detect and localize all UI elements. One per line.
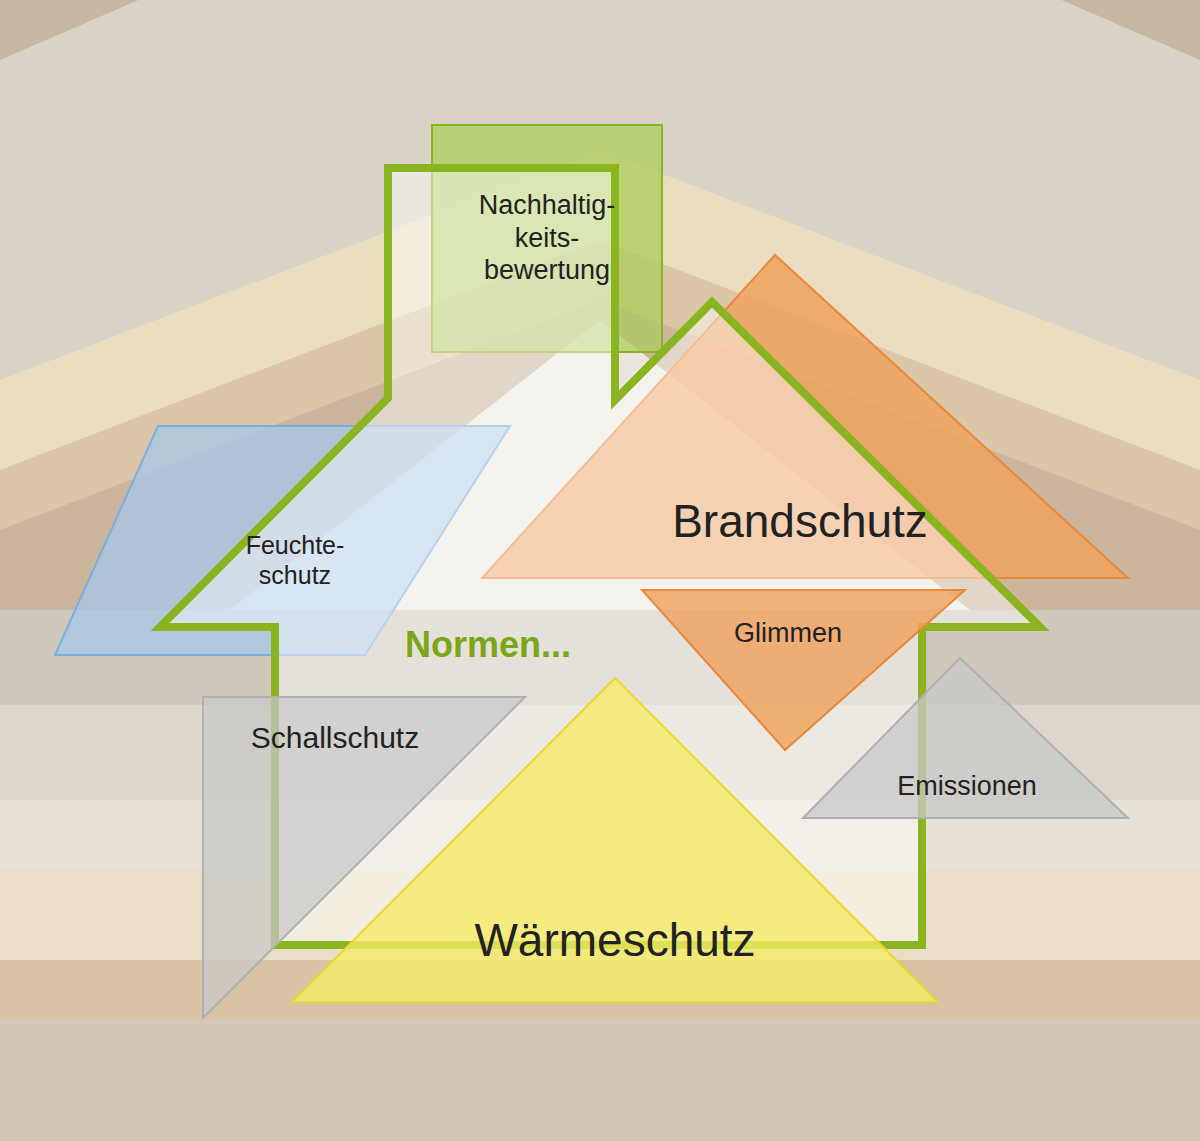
shape-fill: [803, 658, 1128, 818]
shape-label: Brandschutz: [672, 494, 928, 549]
shape-label: Feuchte- schutz: [246, 530, 345, 590]
shape-label: Glimmen: [734, 617, 842, 649]
shape-label: Nachhaltig- keits- bewertung: [479, 189, 616, 286]
insulation-layer: [0, 1020, 1200, 1141]
shape-label: Schallschutz: [251, 720, 419, 756]
shape-label: Normen...: [405, 623, 571, 666]
shape-fill: [292, 678, 938, 1002]
shape-label: Wärmeschutz: [474, 913, 755, 968]
emission-triangle: Emissionen: [803, 658, 1128, 818]
shape-label: Emissionen: [897, 770, 1037, 802]
